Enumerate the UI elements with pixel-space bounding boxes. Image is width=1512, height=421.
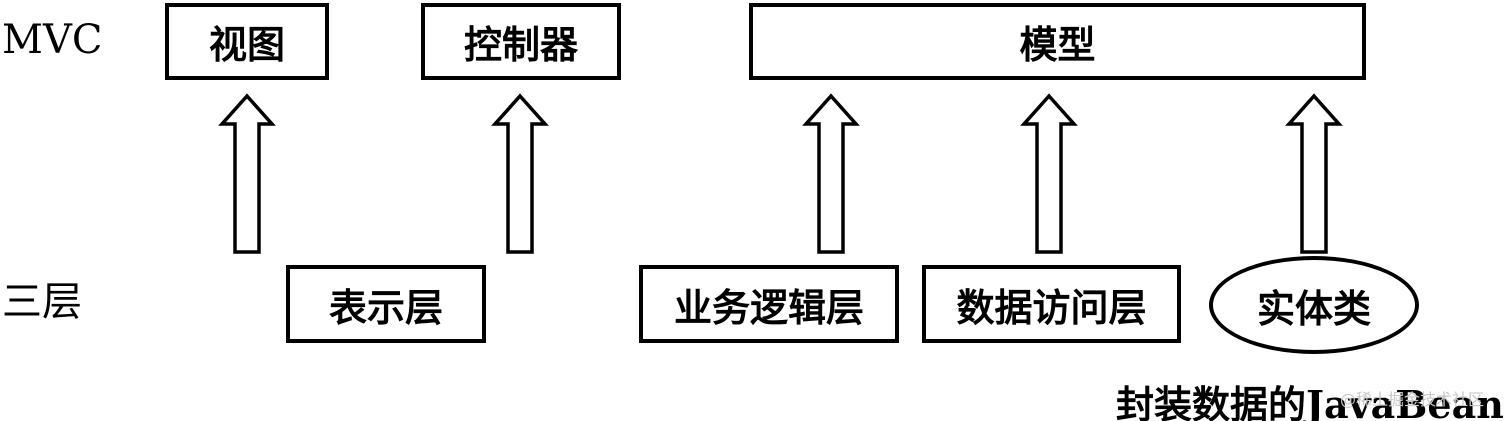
presentation-tier-box: 表示层 [286,265,486,343]
up-arrow-entity [1285,93,1343,254]
up-arrow-view [218,93,276,254]
entity-class-ellipse: 实体类 [1209,256,1419,354]
controller-box: 控制器 [421,3,621,80]
javabean-caption: 封装数据的JavaBean [1116,382,1504,421]
view-box: 视图 [165,3,329,80]
model-box: 模型 [749,3,1366,80]
watermark: @稀土掘金技术社区 [1340,390,1485,409]
data-access-tier-box: 数据访问层 [922,265,1181,343]
up-arrow-data-access [1020,93,1078,254]
business-logic-tier-box: 业务逻辑层 [639,265,899,343]
up-arrow-business [802,93,860,254]
up-arrow-controller [491,93,549,254]
mvc-row-label: MVC [2,17,103,63]
three-tier-row-label: 三层 [2,279,82,325]
